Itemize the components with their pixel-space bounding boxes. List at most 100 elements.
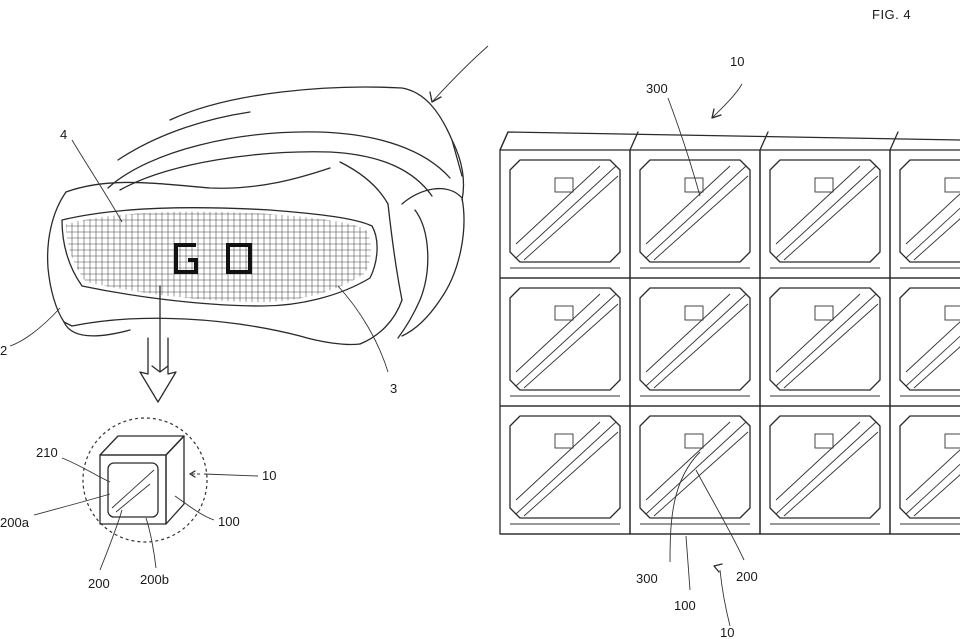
leader-100-bottom	[685, 535, 691, 591]
array-cell	[499, 149, 631, 279]
array-unit-sensor	[944, 305, 960, 321]
array-unit-diagonal	[515, 293, 601, 373]
array-unit-diagonal	[775, 165, 877, 259]
array-unit-diagonal	[523, 431, 619, 517]
label-3: 3	[390, 381, 397, 396]
array-unit-diagonal	[913, 474, 960, 517]
label-4: 4	[60, 127, 67, 142]
array-cell	[499, 405, 631, 535]
array-unit-diagonal	[515, 421, 601, 501]
array-unit-face	[639, 287, 751, 391]
array-cell	[759, 405, 891, 535]
array-cell	[629, 149, 761, 279]
leader-3	[337, 285, 389, 373]
array-unit-diagonal	[905, 463, 960, 515]
array-unit-diagonal	[775, 165, 861, 245]
array-unit-diagonal	[913, 346, 960, 389]
array-unit-diagonal	[523, 303, 619, 389]
array-unit-diagonal	[645, 165, 731, 245]
label-210: 210	[36, 445, 58, 460]
array-unit-face	[899, 415, 960, 519]
label-200-bottom: 200	[736, 569, 758, 584]
array-unit-diagonal	[523, 175, 619, 261]
array-unit-diagonal	[515, 421, 617, 515]
array-unit-face	[509, 287, 621, 391]
array-unit-face	[899, 287, 960, 391]
label-200-detail: 200	[88, 576, 110, 591]
label-100-detail: 100	[218, 514, 240, 529]
array-unit-diagonal	[775, 421, 861, 501]
figure-title: FIG. 4	[872, 7, 911, 22]
array-unit-sensor	[814, 177, 834, 193]
array-unit-diagonal	[905, 193, 960, 245]
unit-array	[499, 131, 960, 535]
label-100-bottom: 100	[674, 598, 696, 613]
leader-300-bottom	[669, 451, 701, 563]
label-2: 2	[0, 343, 7, 358]
array-unit-diagonal	[645, 165, 747, 259]
array-unit-diagonal	[515, 165, 617, 259]
array-top-tick	[499, 131, 509, 151]
array-unit-sensor	[944, 433, 960, 449]
label-300-bottom: 300	[636, 571, 658, 586]
label-10-detail: 10	[262, 468, 276, 483]
leader-200-bottom	[695, 469, 745, 561]
array-unit-sensor	[684, 433, 704, 449]
arrow-array-top	[711, 108, 722, 119]
array-unit-sensor	[814, 305, 834, 321]
array-cell	[759, 277, 891, 407]
array-unit-face	[899, 159, 960, 263]
array-unit-face	[769, 287, 881, 391]
leader-2	[9, 307, 61, 347]
array-unit-diagonal	[905, 321, 960, 373]
array-unit-sensor	[554, 433, 574, 449]
vehicle-drawing	[46, 45, 489, 346]
label-10-array-bottom: 10	[720, 625, 734, 639]
array-unit-sensor	[944, 177, 960, 193]
array-unit-sensor	[554, 305, 574, 321]
array-unit-diagonal	[775, 421, 877, 515]
array-unit-face	[769, 159, 881, 263]
array-unit-sensor	[814, 433, 834, 449]
array-unit-face	[509, 415, 621, 519]
label-10-array-top: 10	[730, 54, 744, 69]
array-unit-diagonal	[783, 431, 879, 517]
array-unit-diagonal	[515, 165, 601, 245]
array-unit-diagonal	[645, 421, 731, 501]
grille-go-letters	[174, 243, 252, 274]
array-cell	[759, 149, 891, 279]
array-cell	[499, 277, 631, 407]
array-unit-face	[639, 415, 751, 519]
array-unit-diagonal	[515, 293, 617, 387]
array-unit-diagonal	[905, 335, 960, 387]
array-unit-diagonal	[775, 293, 861, 373]
detail-arrow	[139, 285, 177, 403]
array-unit-face	[769, 415, 881, 519]
leader-array-top	[711, 83, 743, 119]
array-unit-diagonal	[653, 431, 749, 517]
arrow-array-bottom	[713, 563, 723, 573]
label-200b-detail: 200b	[140, 572, 169, 587]
array-unit-diagonal	[645, 293, 747, 387]
array-unit-sensor	[684, 177, 704, 193]
grille-display-mesh	[66, 211, 372, 302]
array-cell	[629, 405, 761, 535]
array-unit-diagonal	[905, 449, 960, 501]
array-unit-sensor	[554, 177, 574, 193]
leader-10-detail	[203, 473, 259, 477]
array-top-tick	[629, 131, 639, 151]
array-unit-diagonal	[783, 303, 879, 389]
array-unit-diagonal	[653, 303, 749, 389]
array-unit-diagonal	[783, 175, 879, 261]
array-unit-face	[639, 159, 751, 263]
array-unit-diagonal	[775, 293, 877, 387]
array-cell	[629, 277, 761, 407]
label-200a: 200a	[0, 515, 30, 530]
array-unit-diagonal	[645, 293, 731, 373]
array-top-tick	[759, 131, 769, 151]
array-top-tick	[889, 131, 899, 151]
array-unit-diagonal	[645, 421, 747, 515]
unit-detail	[33, 417, 215, 571]
array-unit-diagonal	[905, 207, 960, 259]
